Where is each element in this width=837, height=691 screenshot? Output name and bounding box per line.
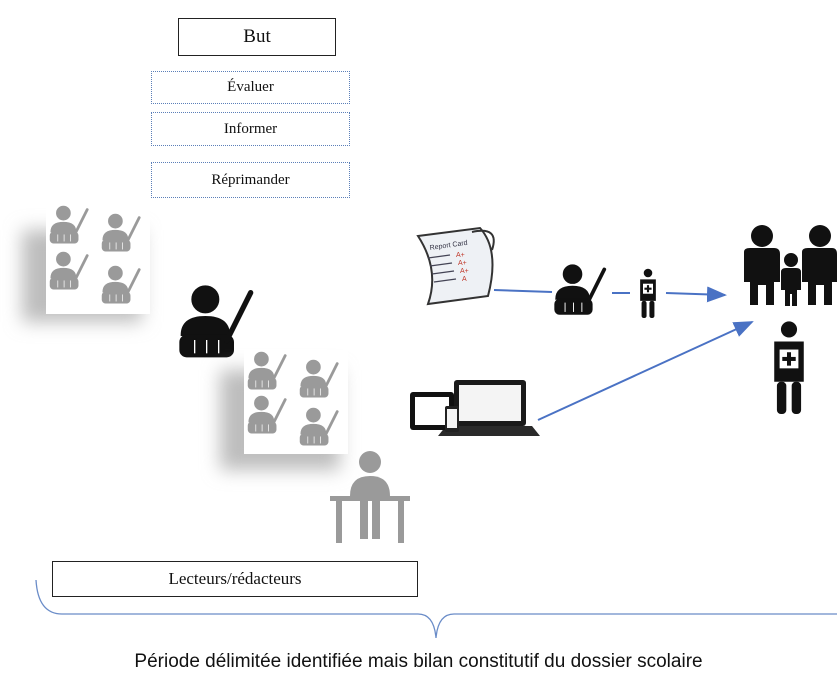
desk-person-icon	[330, 451, 410, 543]
purpose-inform: Informer	[151, 112, 350, 146]
bottom-brace	[35, 579, 837, 639]
devices-icon	[410, 380, 540, 436]
teacher-group-icon	[22, 204, 150, 322]
teacher-group-icon	[220, 350, 348, 470]
report-card-icon: Report Card A+ A+ A+ A	[416, 226, 495, 306]
readers-writers-box: Lecteurs/rédacteurs	[52, 561, 418, 597]
student-icon	[640, 268, 656, 318]
teacher-icon	[180, 286, 251, 357]
goal-title-box: But	[178, 18, 336, 56]
purpose-reprimand: Réprimander	[151, 162, 350, 198]
report-card-grade: A+	[456, 252, 465, 259]
report-card-grade: A	[462, 276, 467, 283]
report-card-grade: A+	[458, 260, 467, 267]
family-icon	[744, 225, 837, 306]
purpose-evaluate: Évaluer	[151, 71, 350, 104]
report-card-grade: A+	[460, 268, 469, 275]
student-icon	[774, 321, 804, 414]
diagram-caption: Période délimitée identifiée mais bilan …	[134, 651, 703, 672]
teacher-icon	[552, 262, 607, 317]
